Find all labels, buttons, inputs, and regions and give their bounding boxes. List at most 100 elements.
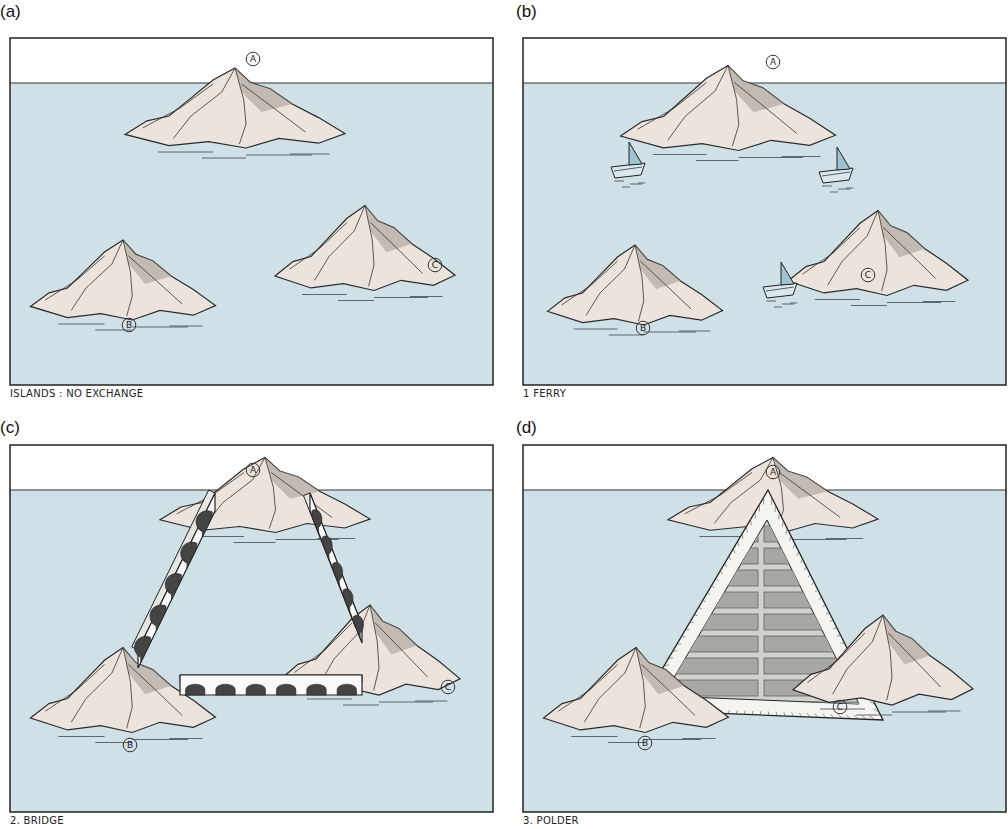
water-ripple — [774, 307, 782, 308]
dike-tick — [673, 650, 678, 652]
water-ripple — [246, 155, 312, 156]
water-ripple — [158, 152, 213, 153]
bridge-deck — [132, 490, 215, 650]
water-ripple — [815, 299, 860, 300]
field — [764, 526, 859, 542]
ridge-line — [265, 458, 276, 529]
sky — [10, 38, 493, 83]
island-shadow — [365, 206, 412, 253]
boat-sail — [781, 262, 794, 285]
dike-tick — [776, 712, 778, 716]
dike-tick — [677, 643, 681, 644]
panel-d-art — [544, 458, 974, 743]
ridge-line — [129, 665, 183, 716]
field — [663, 658, 758, 674]
dike-tick — [815, 713, 818, 717]
dike-tick — [826, 613, 829, 614]
ridge-line — [888, 633, 940, 687]
dike-tick — [837, 635, 841, 636]
panel-c-art — [31, 458, 461, 743]
dike-tick — [808, 574, 810, 577]
field — [663, 614, 758, 630]
ridge-line — [45, 665, 104, 712]
panel-letter: (a) — [0, 2, 21, 22]
dike-tick — [690, 622, 694, 624]
island-shadow — [123, 648, 171, 695]
dike-tick — [664, 665, 669, 666]
bridge-arch — [181, 542, 197, 568]
panel-frame — [523, 445, 1006, 812]
water-ripple — [95, 330, 132, 331]
dike-tick — [873, 709, 879, 713]
boat-hull — [611, 163, 645, 178]
dike-tick — [728, 710, 730, 714]
panel-frame — [10, 445, 493, 812]
callout-letter-text: B — [637, 735, 653, 751]
island-shadow — [878, 211, 925, 258]
panel-b-art — [548, 66, 969, 336]
sky — [523, 38, 1006, 83]
callout-letter-text: A — [765, 54, 781, 70]
dike-tick — [712, 585, 715, 588]
dike-tick — [838, 714, 842, 718]
callout-letter: C — [860, 267, 876, 283]
bridge-arch — [312, 510, 322, 533]
water-ripple — [290, 154, 330, 155]
water-ripple — [928, 711, 960, 712]
ridge-line — [807, 633, 865, 683]
island — [31, 240, 216, 330]
panel-letter: (d) — [516, 418, 537, 438]
dike-tick — [750, 519, 752, 525]
dike-tick — [746, 527, 748, 533]
dike-tick — [686, 629, 690, 631]
bridge-arch — [353, 615, 363, 638]
water-ripple — [132, 739, 188, 740]
island-shadow — [265, 458, 320, 499]
water-ripple — [653, 154, 707, 155]
bridge-arch — [307, 684, 326, 695]
ridge-line — [289, 223, 347, 270]
water-ripple — [169, 326, 202, 327]
field — [663, 636, 758, 652]
water-ripple — [571, 736, 617, 737]
field — [663, 526, 758, 542]
ridge-line — [883, 228, 935, 279]
ridge-line — [123, 240, 132, 316]
island — [280, 605, 460, 705]
ridge-line — [728, 66, 739, 147]
bridge-arch — [165, 573, 181, 599]
island — [275, 206, 455, 301]
dike-tick — [793, 544, 795, 549]
ridge-line — [802, 228, 860, 275]
ridge-line — [642, 665, 696, 716]
dike-tick — [760, 711, 761, 715]
island-shadow — [370, 605, 417, 655]
panel-letter: (c) — [0, 418, 20, 438]
island — [621, 66, 836, 161]
dike-tick — [811, 582, 814, 585]
water-ripple — [234, 542, 276, 543]
dike-tick — [729, 556, 731, 560]
ridge-line — [71, 648, 123, 723]
dike-tick — [854, 715, 859, 719]
callout-letter: C — [440, 679, 456, 695]
dike-tick — [778, 513, 780, 519]
dike-tick — [815, 590, 818, 593]
water-ripple — [132, 327, 188, 328]
island-shape — [160, 458, 370, 533]
field — [764, 702, 859, 718]
water-ripple — [169, 738, 202, 739]
dike-tick — [759, 505, 760, 512]
water-ripple — [682, 738, 715, 739]
ferry-boat — [819, 147, 853, 192]
dike-tick — [771, 498, 772, 505]
callout-letter: B — [122, 737, 138, 753]
bridge-arch — [134, 636, 150, 662]
bridge — [132, 490, 215, 668]
dike-tick — [790, 536, 791, 541]
island-shape — [31, 240, 216, 320]
water-ripple — [307, 699, 352, 700]
dike-tick — [699, 607, 702, 609]
ridge-line — [375, 623, 427, 677]
water-ripple — [644, 332, 697, 333]
